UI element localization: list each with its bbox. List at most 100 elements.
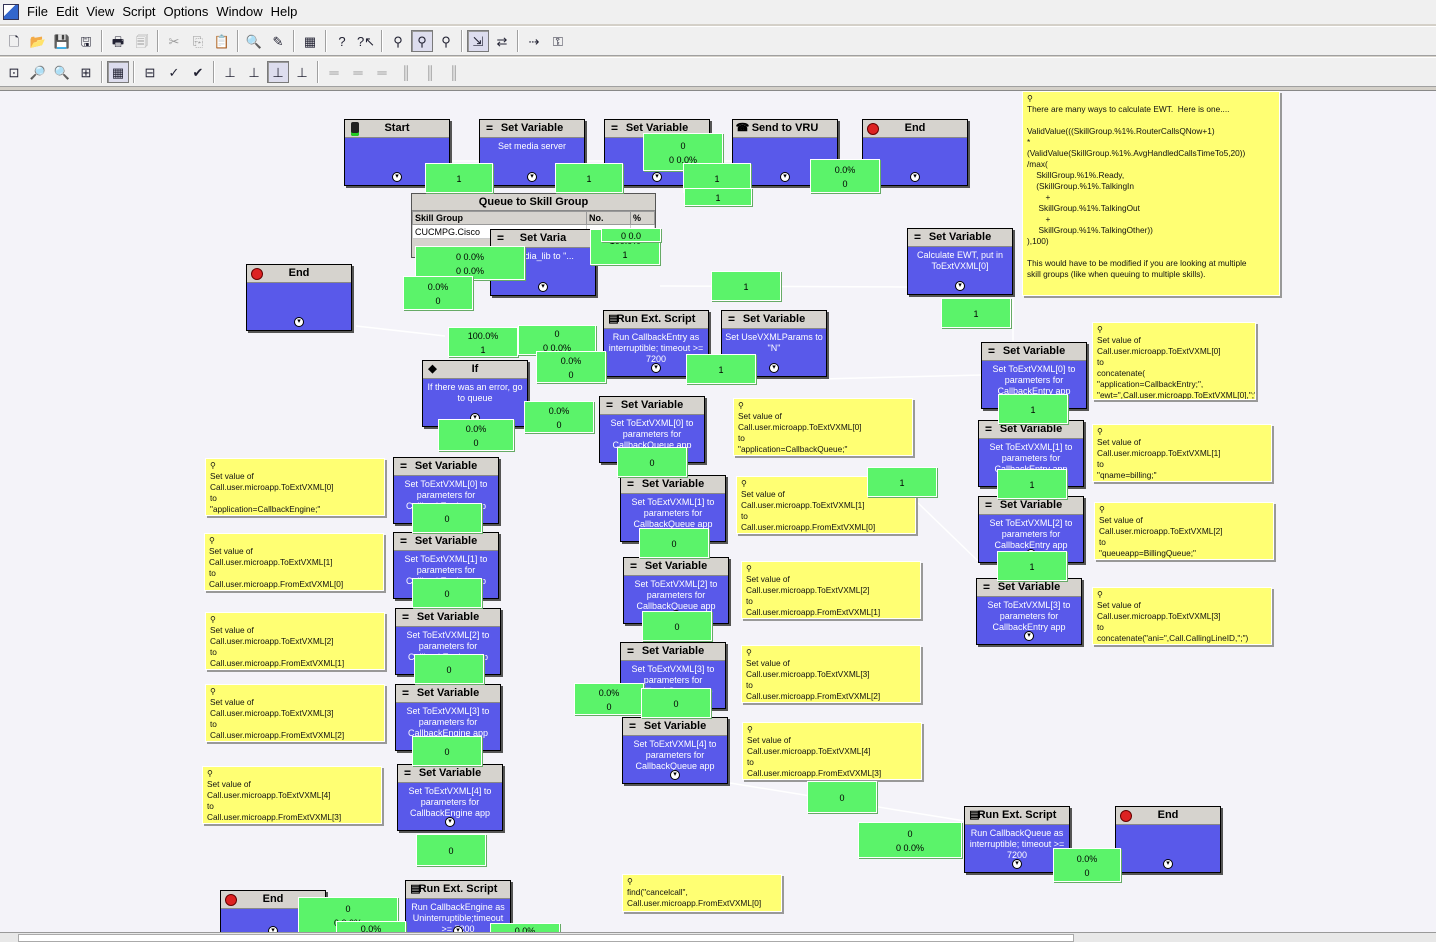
output-port[interactable]: ▾ bbox=[527, 172, 537, 182]
tree-icon[interactable]: ⊥ bbox=[224, 64, 236, 80]
validate-icon[interactable]: ✎ bbox=[272, 33, 284, 49]
print-preview-icon[interactable]: 🗐 bbox=[135, 33, 149, 49]
monitor-mode-icon[interactable]: ⚲ bbox=[441, 33, 451, 49]
context-help-icon[interactable]: ?↖ bbox=[356, 33, 376, 49]
node-start[interactable]: Start▾ bbox=[344, 119, 450, 186]
output-port[interactable]: ▾ bbox=[780, 172, 790, 182]
new-icon[interactable]: 🗋 bbox=[8, 33, 20, 49]
comment-note[interactable]: ⚲There are many ways to calculate EWT. H… bbox=[1022, 91, 1280, 296]
counter-value: 0.0% bbox=[514, 925, 536, 936]
open-icon[interactable]: 📂 bbox=[29, 33, 47, 49]
note-line: Call.user.microapp.FromExtVXML[0] bbox=[209, 579, 344, 589]
output-port[interactable]: ▾ bbox=[1012, 859, 1022, 869]
save-icon[interactable]: 💾 bbox=[53, 33, 71, 49]
monitor-counter: 1 bbox=[867, 467, 937, 497]
check-icon[interactable]: ✓ bbox=[168, 64, 180, 80]
line-2-icon[interactable]: ═ bbox=[353, 64, 363, 80]
output-port[interactable]: ▾ bbox=[910, 172, 920, 182]
output-port[interactable]: ▾ bbox=[769, 363, 779, 373]
output-port[interactable]: ▾ bbox=[1024, 631, 1034, 641]
grid-icon[interactable]: ▦ bbox=[303, 33, 317, 49]
line-5-icon[interactable]: ║ bbox=[425, 64, 435, 80]
node-end3[interactable]: End▾ bbox=[1115, 806, 1221, 873]
connect-icon[interactable]: ⇲ bbox=[467, 30, 489, 52]
check-all-icon[interactable]: ✔ bbox=[192, 64, 204, 80]
output-port[interactable]: ▾ bbox=[445, 817, 455, 827]
cut-icon[interactable]: ✂ bbox=[168, 33, 180, 49]
equals-icon: = bbox=[401, 610, 409, 624]
disconnect-icon[interactable]: ⇄ bbox=[496, 33, 508, 49]
line-6-icon[interactable]: ║ bbox=[449, 64, 459, 80]
find-icon[interactable]: 🔍 bbox=[245, 33, 263, 49]
tree-right-icon[interactable]: ⊥ bbox=[267, 61, 289, 83]
output-port[interactable]: ▾ bbox=[670, 770, 680, 780]
save-all-icon[interactable]: 🖫 bbox=[80, 33, 92, 49]
tree-all-icon[interactable]: ⊥ bbox=[296, 64, 308, 80]
output-port[interactable]: ▾ bbox=[651, 363, 661, 373]
line-3-icon[interactable]: ═ bbox=[377, 64, 387, 80]
monitor-counter: 1 bbox=[555, 163, 623, 193]
align-icon[interactable]: ⊟ bbox=[144, 64, 156, 80]
toolbar-separator bbox=[101, 61, 103, 83]
output-port[interactable]: ▾ bbox=[955, 281, 965, 291]
output-port[interactable]: ▾ bbox=[1163, 859, 1173, 869]
zoom-icon[interactable]: 🔎 bbox=[29, 64, 47, 80]
note-line: Set value of bbox=[746, 658, 790, 668]
line-4-icon[interactable]: ║ bbox=[401, 64, 411, 80]
menu-edit[interactable]: Edit bbox=[55, 4, 79, 19]
menu-window[interactable]: Window bbox=[216, 4, 263, 19]
menu-view[interactable]: View bbox=[86, 4, 115, 19]
browse-mode-icon[interactable]: ⚲ bbox=[393, 33, 403, 49]
output-port[interactable]: ▾ bbox=[294, 317, 304, 327]
scrollbar-thumb[interactable] bbox=[18, 934, 1074, 942]
menu-options[interactable]: Options bbox=[163, 4, 209, 19]
help-icon[interactable]: ? bbox=[338, 33, 346, 49]
menu-help[interactable]: Help bbox=[270, 4, 298, 19]
select-icon[interactable]: ⇢ bbox=[528, 33, 540, 49]
horizontal-scrollbar[interactable] bbox=[0, 932, 1436, 942]
edit-mode-icon[interactable]: ⚲ bbox=[411, 30, 433, 52]
tree-left-icon[interactable]: ⊥ bbox=[248, 64, 260, 80]
zoom-out-icon[interactable]: 🔍 bbox=[53, 64, 71, 80]
print-icon[interactable]: 🖶 bbox=[111, 33, 125, 49]
lock-icon[interactable]: ⚿ bbox=[553, 33, 563, 49]
node-end2[interactable]: End▾ bbox=[246, 264, 352, 331]
output-port[interactable]: ▾ bbox=[392, 172, 402, 182]
output-port[interactable]: ▾ bbox=[652, 172, 662, 182]
zoom-box-icon[interactable]: ⊞ bbox=[80, 64, 92, 80]
comment-note[interactable]: ⚲find("cancelcall",Call.user.microapp.Fr… bbox=[622, 874, 782, 912]
copy-icon[interactable]: ⎘ bbox=[192, 33, 204, 49]
paste-icon[interactable]: 📋 bbox=[213, 33, 231, 49]
zoom-fit-icon[interactable]: ⊡ bbox=[8, 64, 20, 80]
stop-icon bbox=[224, 893, 237, 906]
snap-grid-icon[interactable]: ▦ bbox=[107, 61, 129, 83]
line-1-icon[interactable]: ═ bbox=[329, 64, 339, 80]
menu-script[interactable]: Script bbox=[122, 4, 156, 19]
menu-file[interactable]: File bbox=[27, 4, 48, 19]
output-port[interactable]: ▾ bbox=[538, 282, 548, 292]
